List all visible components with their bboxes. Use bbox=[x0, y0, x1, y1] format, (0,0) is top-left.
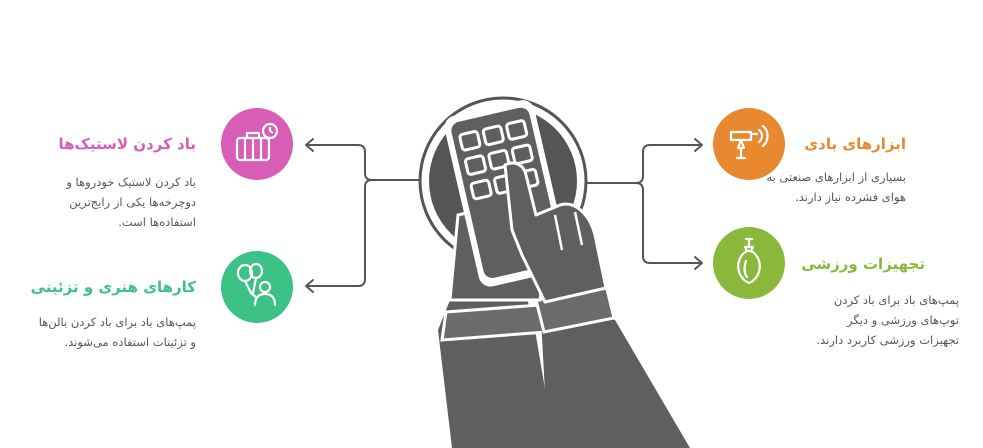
desc-line: استفاده‌ها است. bbox=[118, 215, 196, 229]
item-title: تجهیزات ورزشی bbox=[801, 255, 925, 273]
desc-line: هوای فشرده نیاز دارند. bbox=[795, 190, 906, 204]
desc-line: تجهیزات ورزشی کاربرد دارند. bbox=[816, 333, 959, 347]
balloon-person-icon bbox=[221, 251, 293, 323]
desc-line: دوچرخه‌ها یکی از رایج‌ترین bbox=[69, 195, 196, 209]
item-description: بسیاری از ابزارهای صنعتی به هوای فشرده ن… bbox=[766, 167, 906, 207]
desc-line: باد کردن لاستیک خودروها و bbox=[66, 175, 196, 189]
item-description: پمپ‌های باد برای باد کردن بالن‌ها و تزئی… bbox=[39, 312, 196, 352]
suitcase-icon bbox=[221, 108, 293, 180]
connector-lines bbox=[305, 138, 703, 293]
desc-line: و تزئینات استفاده می‌شوند. bbox=[64, 335, 196, 349]
desc-line: پمپ‌های باد برای باد کردن bbox=[833, 293, 959, 307]
desc-line: پمپ‌های باد برای باد کردن بالن‌ها bbox=[38, 315, 196, 329]
air-tool-icon bbox=[713, 108, 785, 180]
hand-pressing-keypad-icon bbox=[418, 96, 690, 448]
item-title: باد کردن لاستیک‌ها bbox=[58, 135, 196, 153]
item-title: ابزارهای بادی bbox=[804, 135, 906, 153]
punching-bag-icon bbox=[713, 227, 785, 299]
desc-line: بسیاری از ابزارهای صنعتی به bbox=[766, 170, 906, 184]
desc-line: توپ‌های ورزشی و دیگر bbox=[847, 313, 959, 327]
item-title: کارهای هنری و تزئینی bbox=[30, 278, 196, 296]
item-description: پمپ‌های باد برای باد کردن توپ‌های ورزشی … bbox=[809, 290, 959, 350]
item-description: باد کردن لاستیک خودروها و دوچرخه‌ها یکی … bbox=[66, 172, 196, 232]
